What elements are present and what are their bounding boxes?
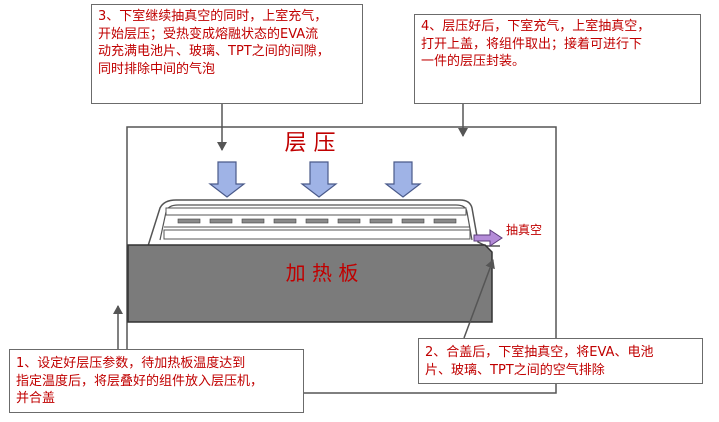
callout-step3: 3、下室继续抽真空的同时，上室充气， 开始层压；受热变成熔融状态的EVA流 动充…	[91, 4, 363, 104]
callout-step3-line: 3、下室继续抽真空的同时，上室充气，	[98, 9, 328, 24]
vacuum-label: 抽真空	[506, 223, 542, 237]
callout-step3-line: 开始层压；受热变成熔融状态的EVA流	[98, 26, 319, 42]
vacuum-arrow	[473, 229, 503, 247]
callout-step2-line: 片、玻璃、TPT之间的空气排除	[425, 362, 605, 378]
callout-step2-line: 2、合盖后，下室抽真空，将EVA、电池	[425, 345, 654, 360]
callout-step4-line: 打开上盖，将组件取出；接着可进行下	[421, 36, 643, 52]
heater-label: 加 热 板	[286, 261, 359, 285]
module-stack	[130, 199, 500, 247]
callout-step1-line: 指定温度后，将层叠好的组件放入层压机，	[16, 373, 264, 389]
callout-step1: 1、设定好层压参数，待加热板温度达到 指定温度后，将层叠好的组件放入层压机， 并…	[9, 349, 304, 413]
callout-step1-line: 并合盖	[16, 391, 56, 406]
heater-plate	[127, 244, 493, 323]
callout-step4-line: 4、层压好后，下室充气，上室抽真空，	[421, 19, 651, 34]
callout-step2: 2、合盖后，下室抽真空，将EVA、电池 片、玻璃、TPT之间的空气排除	[418, 338, 703, 384]
callout-step1-line: 1、设定好层压参数，待加热板温度达到	[16, 356, 246, 371]
press-arrow-left	[208, 161, 246, 198]
callout-step4: 4、层压好后，下室充气，上室抽真空， 打开上盖，将组件取出；接着可进行下 一件的…	[414, 14, 701, 104]
chamber-label: 层 压	[285, 131, 336, 156]
leader-step2	[463, 259, 495, 339]
press-arrow-right	[384, 161, 422, 198]
callout-step4-line: 一件的层压封装。	[421, 54, 526, 69]
callout-step3-line: 动充满电池片、玻璃、TPT之间的间隙，	[98, 44, 330, 59]
press-arrow-middle	[300, 161, 338, 198]
callout-step3-line: 同时排除中间的气泡	[98, 61, 216, 77]
